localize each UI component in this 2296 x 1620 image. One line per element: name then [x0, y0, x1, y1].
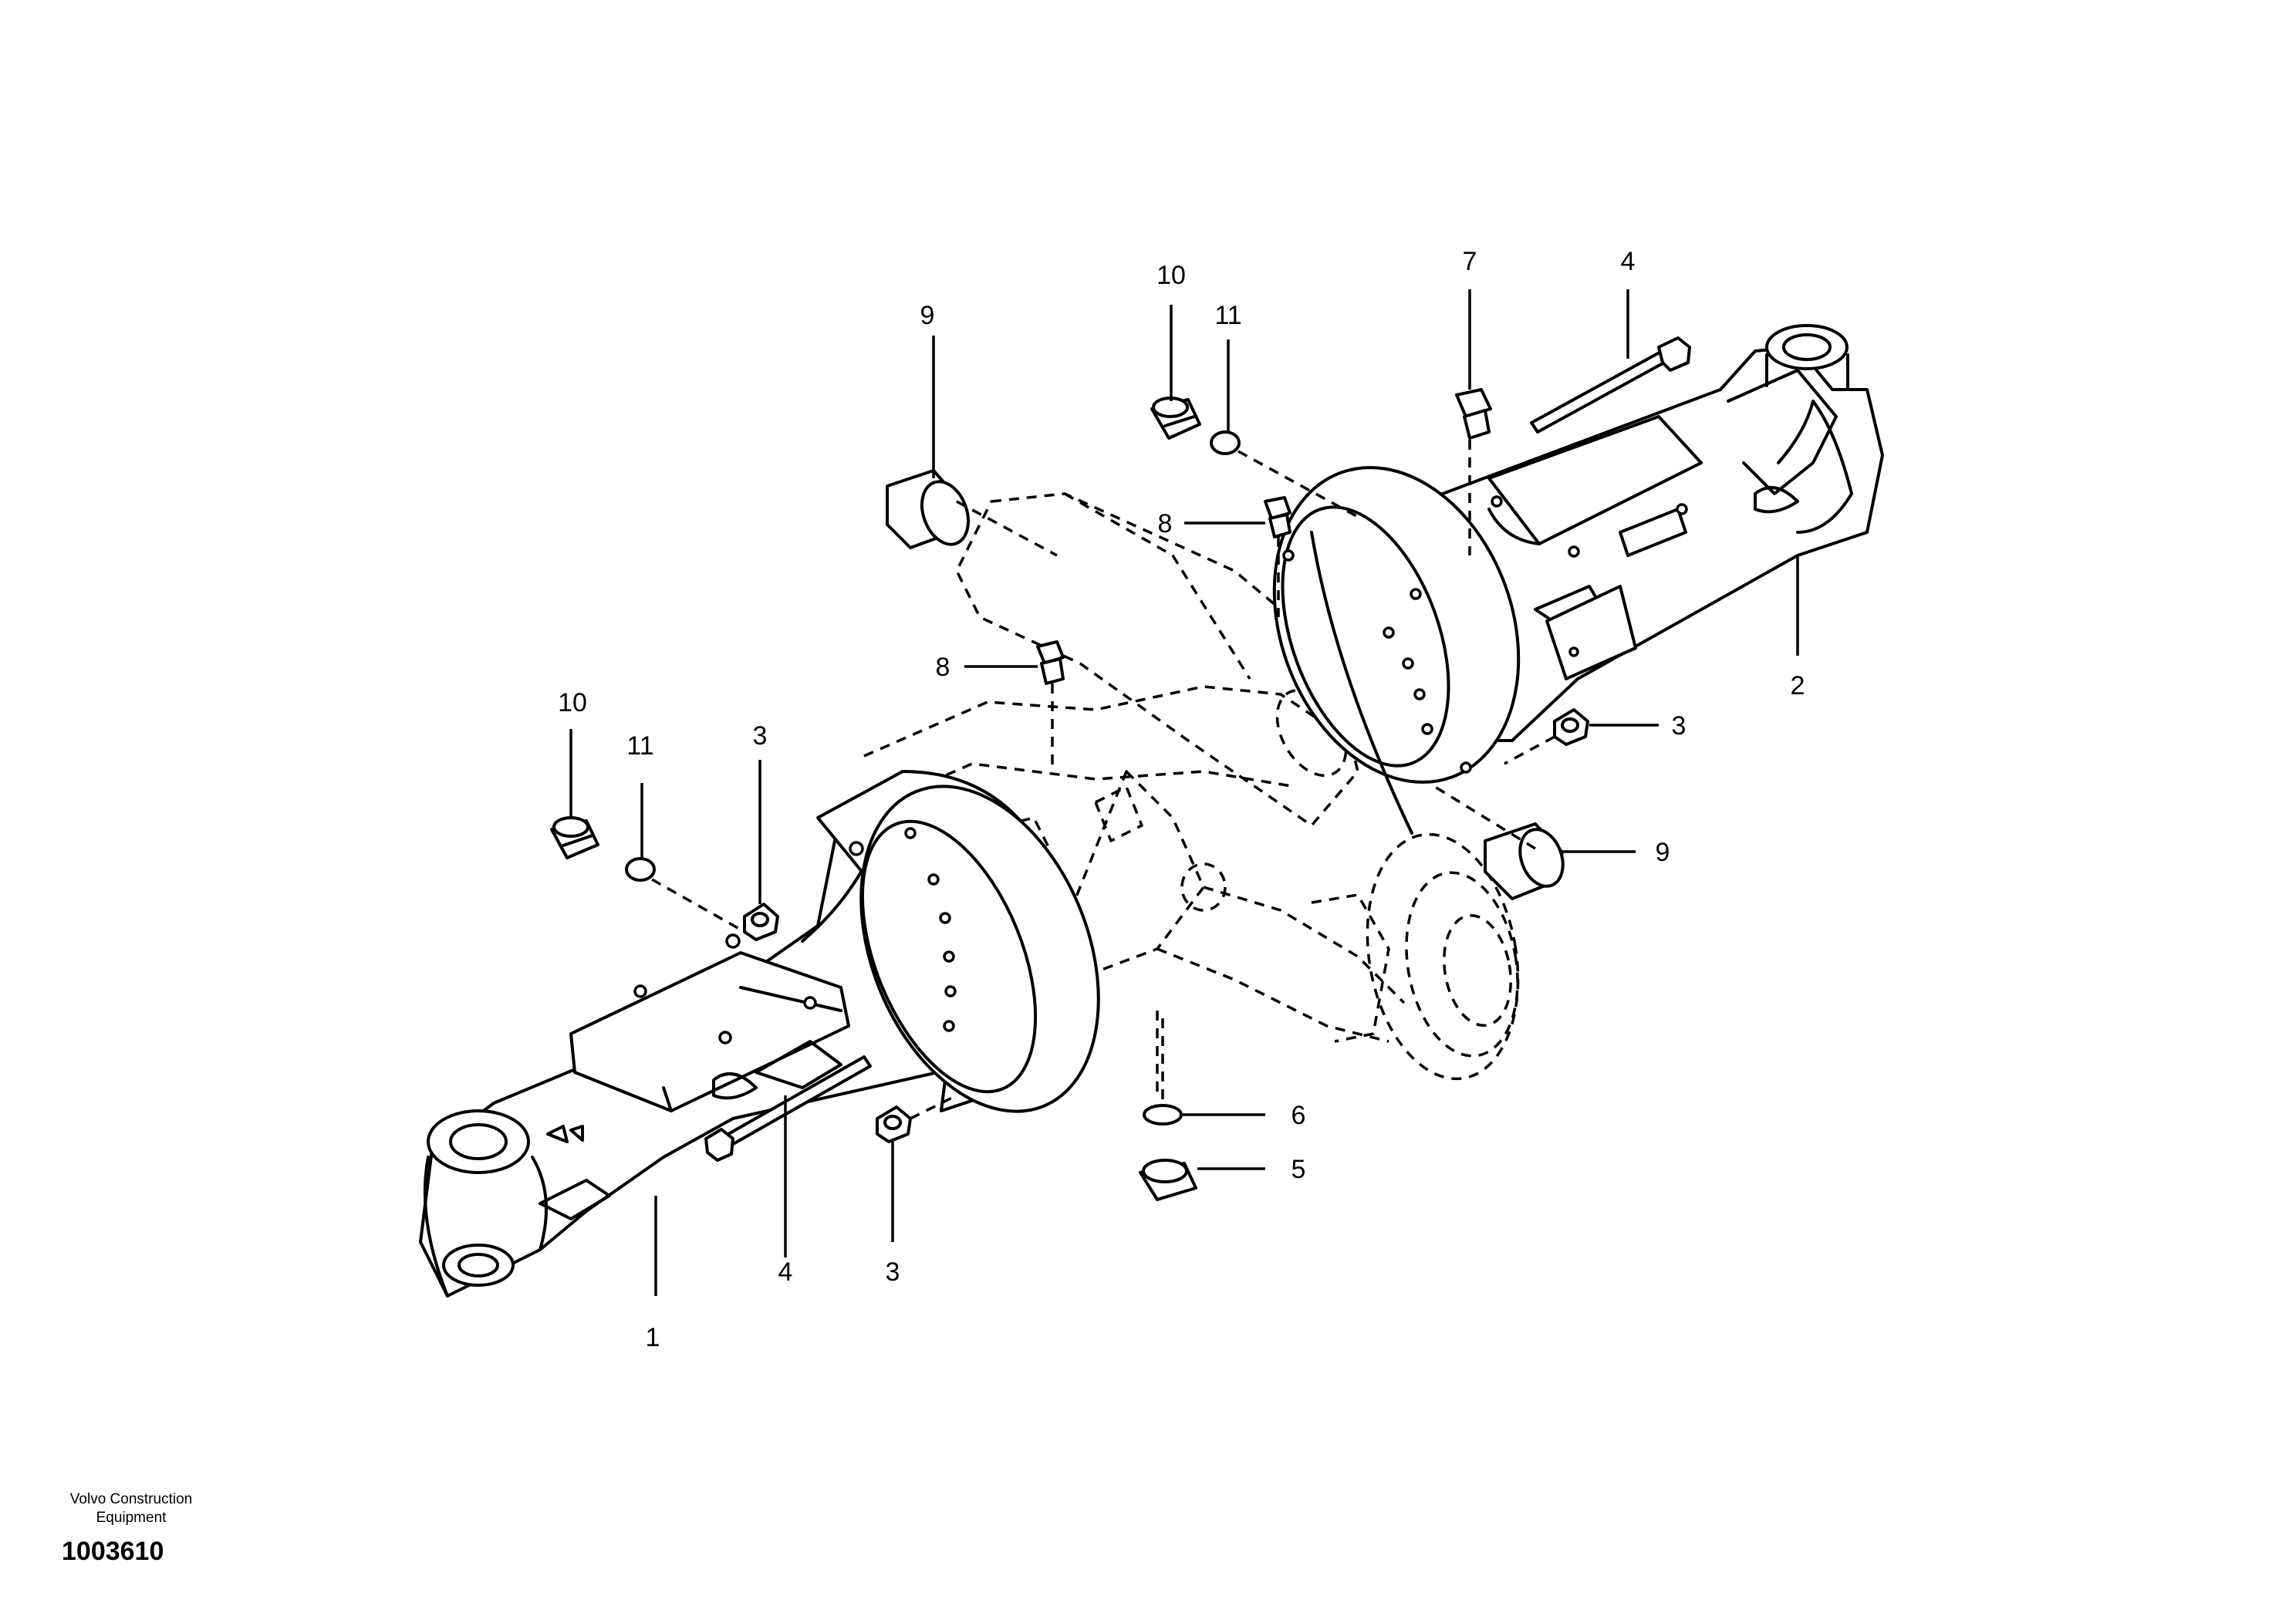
callout-4-lower: 4 [778, 1257, 793, 1287]
callout-2: 2 [1791, 671, 1805, 700]
bolt-upper [1530, 336, 1691, 434]
nut-right [1553, 708, 1589, 746]
bolt-lower [704, 1055, 872, 1162]
brand-caption: Volvo Construction Equipment [31, 1490, 231, 1527]
brand-line-2: Equipment [96, 1510, 167, 1526]
plug-left [550, 816, 599, 859]
callout-9-lower: 9 [1656, 838, 1670, 867]
seal-ring-left [625, 857, 656, 882]
callout-8-lower: 8 [936, 653, 950, 682]
breather-fitting [1455, 388, 1492, 440]
callout-10-left: 10 [558, 688, 587, 717]
axle-housing-left [419, 770, 1100, 1298]
callout-8-upper: 8 [1158, 509, 1173, 538]
callout-9-upper: 9 [920, 301, 935, 330]
callout-1: 1 [646, 1323, 660, 1352]
callout-3-bottom: 3 [886, 1257, 900, 1287]
nut-center [743, 903, 779, 941]
callout-11-left: 11 [626, 731, 653, 761]
illustration-code: 1003610 [62, 1537, 164, 1566]
nut-bottom [876, 1105, 912, 1143]
grease-fitting-lower [1036, 640, 1065, 685]
callout-10-upper: 10 [1156, 261, 1186, 290]
callout-3-right: 3 [1672, 711, 1687, 741]
grease-fitting-upper [1264, 496, 1292, 538]
callout-leaders [569, 289, 1659, 1296]
callout-4-upper: 4 [1621, 247, 1636, 276]
callout-3-center: 3 [753, 721, 768, 751]
bushing-lower [1484, 822, 1565, 900]
callout-7: 7 [1463, 247, 1477, 276]
differential-housing-hidden [848, 492, 1520, 1095]
callout-labels: 1 2 3 3 3 4 4 5 6 7 8 8 9 9 10 10 11 11 [558, 247, 1805, 1352]
callout-6: 6 [1292, 1101, 1306, 1130]
plug-drain [1139, 1159, 1197, 1201]
axle-housing-right [1272, 324, 1884, 835]
callout-11-upper: 11 [1214, 301, 1241, 330]
callout-5: 5 [1292, 1155, 1306, 1184]
bushing-upper [886, 469, 970, 549]
seal-ring-upper [1210, 430, 1241, 455]
seal-ring-drain [1143, 1104, 1183, 1126]
brand-line-1: Volvo Construction [69, 1491, 193, 1507]
plug-upper [1150, 397, 1201, 440]
assembly-paths [651, 440, 1555, 1120]
